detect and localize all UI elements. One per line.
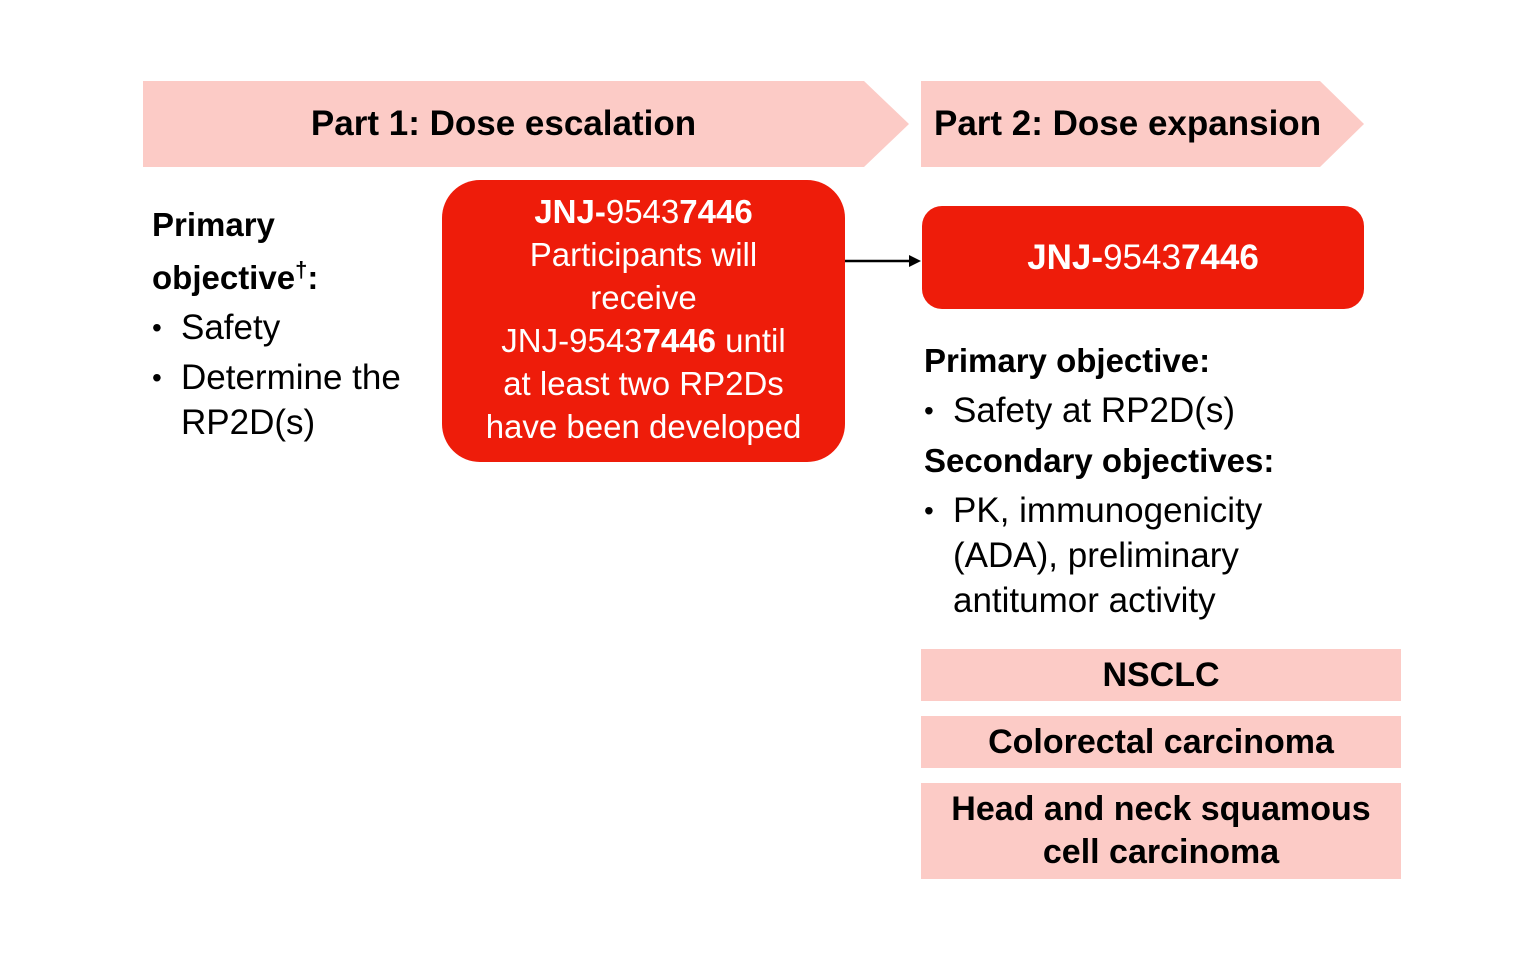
part1-drug-name: JNJ-95437446 bbox=[534, 193, 753, 230]
list-item: Safety at RP2D(s) bbox=[924, 388, 1394, 433]
list-item: Determine the RP2D(s) bbox=[152, 355, 437, 445]
part2-objectives: Primary objective: Safety at RP2D(s) Sec… bbox=[924, 333, 1394, 623]
part2-secondary-objective-heading: Secondary objectives: bbox=[924, 442, 1275, 479]
cohort-head-neck: Head and neck squamous cell carcinoma bbox=[921, 783, 1401, 879]
flow-arrow bbox=[845, 255, 921, 267]
part2-treatment-box: JNJ-95437446 bbox=[922, 206, 1364, 309]
part2-chevron: Part 2: Dose expansion bbox=[921, 81, 1364, 167]
part1-primary-objective-heading: Primary objective†: bbox=[152, 206, 319, 296]
part1-treatment-box: JNJ-95437446 Participants will receive J… bbox=[442, 180, 845, 462]
part2-label: Part 2: Dose expansion bbox=[934, 104, 1322, 143]
part1-objectives: Primary objective†: Safety Determine the… bbox=[152, 202, 437, 445]
part2-secondary-objective-list: PK, immunogenicity (ADA), preliminary an… bbox=[924, 488, 1394, 623]
cohort-colorectal: Colorectal carcinoma bbox=[921, 716, 1401, 768]
list-item: PK, immunogenicity (ADA), preliminary an… bbox=[924, 488, 1293, 623]
list-item: Safety bbox=[152, 305, 437, 350]
part2-drug-name: JNJ-95437446 bbox=[1027, 237, 1259, 277]
cohort-nsclc: NSCLC bbox=[921, 649, 1401, 701]
part2-primary-objective-heading: Primary objective: bbox=[924, 342, 1211, 379]
part1-chevron: Part 1: Dose escalation bbox=[143, 81, 909, 167]
part2-primary-objective-list: Safety at RP2D(s) bbox=[924, 388, 1394, 433]
part1-objective-list: Safety Determine the RP2D(s) bbox=[152, 305, 437, 445]
part1-label: Part 1: Dose escalation bbox=[310, 104, 697, 143]
dagger-footnote-mark: † bbox=[295, 257, 308, 282]
